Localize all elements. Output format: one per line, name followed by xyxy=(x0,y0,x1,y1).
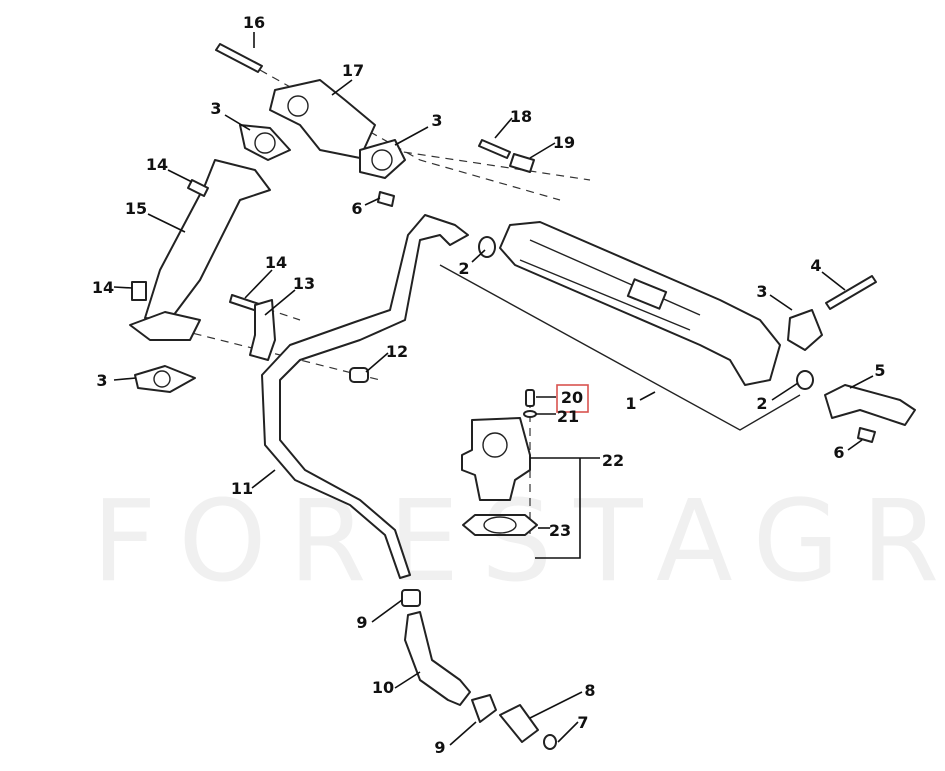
callout-label-9: 9 xyxy=(434,738,445,757)
gasket-hole xyxy=(371,149,393,171)
callout-label-18: 18 xyxy=(510,107,532,126)
bolt-14 xyxy=(131,281,147,301)
clamp-9 xyxy=(401,589,421,607)
callout-label-6: 6 xyxy=(351,199,362,218)
callout-label-14: 14 xyxy=(146,155,168,174)
bolt-14 xyxy=(187,179,209,197)
callout-label-2: 2 xyxy=(756,394,767,413)
clamp-9 xyxy=(471,694,497,723)
callout-label-9: 9 xyxy=(356,613,367,632)
callout-label-3: 3 xyxy=(96,371,107,390)
callout-label-15: 15 xyxy=(125,199,147,218)
hose-10 xyxy=(404,611,471,706)
fitting-8 xyxy=(499,704,539,743)
callout-label-6: 6 xyxy=(833,443,844,462)
callout-label-12: 12 xyxy=(386,342,408,361)
o-ring-7 xyxy=(543,734,557,750)
gasket-hole xyxy=(254,132,276,154)
assembly-line xyxy=(389,149,591,181)
callout-label-19: 19 xyxy=(553,133,575,152)
callout-label-17: 17 xyxy=(342,61,364,80)
callout-label-20: 20 xyxy=(561,388,583,407)
bolt-20 xyxy=(525,389,535,407)
callout-label-22: 22 xyxy=(602,451,624,470)
leader-line-1 xyxy=(439,264,801,431)
callout-label-3: 3 xyxy=(431,111,442,130)
callout-label-11: 11 xyxy=(231,479,253,498)
pipe-5 xyxy=(824,384,916,426)
egr-valve-22 xyxy=(461,417,531,501)
gasket-3 xyxy=(359,139,406,179)
flange-hole xyxy=(287,95,309,117)
bolt-4 xyxy=(825,275,877,310)
bolt-18 xyxy=(478,139,511,159)
gasket-3 xyxy=(239,124,291,161)
callout-label-7: 7 xyxy=(577,713,588,732)
bolt-16 xyxy=(215,43,263,73)
highlight-box-20 xyxy=(556,384,589,413)
callout-label-14: 14 xyxy=(92,278,114,297)
callout-label-13: 13 xyxy=(293,274,315,293)
callout-label-16: 16 xyxy=(243,13,265,32)
callout-label-1: 1 xyxy=(625,394,636,413)
gasket-hole xyxy=(153,370,171,388)
bracket-13 xyxy=(249,299,276,361)
pipe-15 xyxy=(144,159,271,321)
gasket-3 xyxy=(787,309,823,351)
valve-actuator xyxy=(482,432,508,458)
callout-label-14: 14 xyxy=(265,253,287,272)
callout-label-3: 3 xyxy=(756,282,767,301)
callout-label-21: 21 xyxy=(557,407,579,426)
pipe-15-flange xyxy=(129,311,201,341)
bolt-6 xyxy=(377,191,395,207)
seal-2 xyxy=(796,370,814,390)
callout-label-5: 5 xyxy=(874,361,885,380)
callout-label-2: 2 xyxy=(458,259,469,278)
leader-lines xyxy=(113,32,874,746)
callout-label-3: 3 xyxy=(210,99,221,118)
gasket-3 xyxy=(134,365,196,393)
callout-label-8: 8 xyxy=(584,681,595,700)
gasket-hole xyxy=(483,516,517,534)
callout-label-23: 23 xyxy=(549,521,571,540)
cooler-ribs xyxy=(519,239,701,331)
hose-11 xyxy=(261,214,469,579)
spacer-12 xyxy=(349,367,369,383)
egr-cooler-1 xyxy=(499,221,781,386)
bolt-6 xyxy=(857,427,876,443)
callout-label-10: 10 xyxy=(372,678,394,697)
spacer-19 xyxy=(509,153,535,173)
watermark: FORESTAGRI xyxy=(92,477,945,607)
gasket-23 xyxy=(462,514,538,536)
callout-label-4: 4 xyxy=(810,256,821,275)
cooler-label-plate xyxy=(626,278,668,310)
washer-21 xyxy=(523,410,537,418)
